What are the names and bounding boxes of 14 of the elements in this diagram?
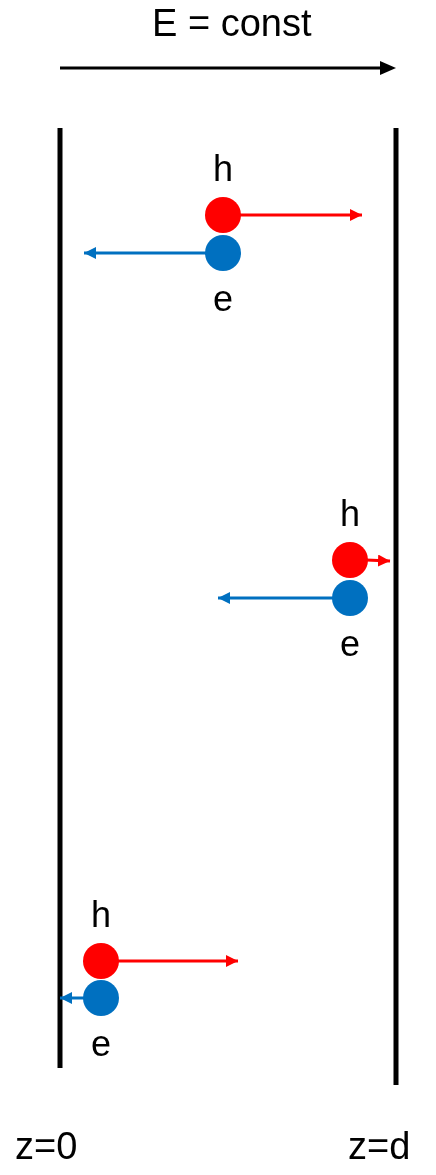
particle-label: h bbox=[91, 895, 111, 935]
particle-label: e bbox=[91, 1024, 111, 1064]
particle-label: h bbox=[213, 149, 233, 189]
arrow bbox=[117, 955, 238, 967]
label-text: E = const bbox=[152, 2, 312, 44]
particle-label: e bbox=[213, 279, 233, 319]
arrow bbox=[239, 209, 362, 221]
label-text: z=0 bbox=[15, 1125, 78, 1167]
particle-label: h bbox=[340, 494, 360, 534]
particle-label: e bbox=[340, 624, 360, 664]
arrow bbox=[218, 592, 334, 604]
arrow bbox=[84, 247, 207, 259]
label-text: z=d bbox=[348, 1125, 411, 1167]
arrow bbox=[60, 992, 85, 1004]
